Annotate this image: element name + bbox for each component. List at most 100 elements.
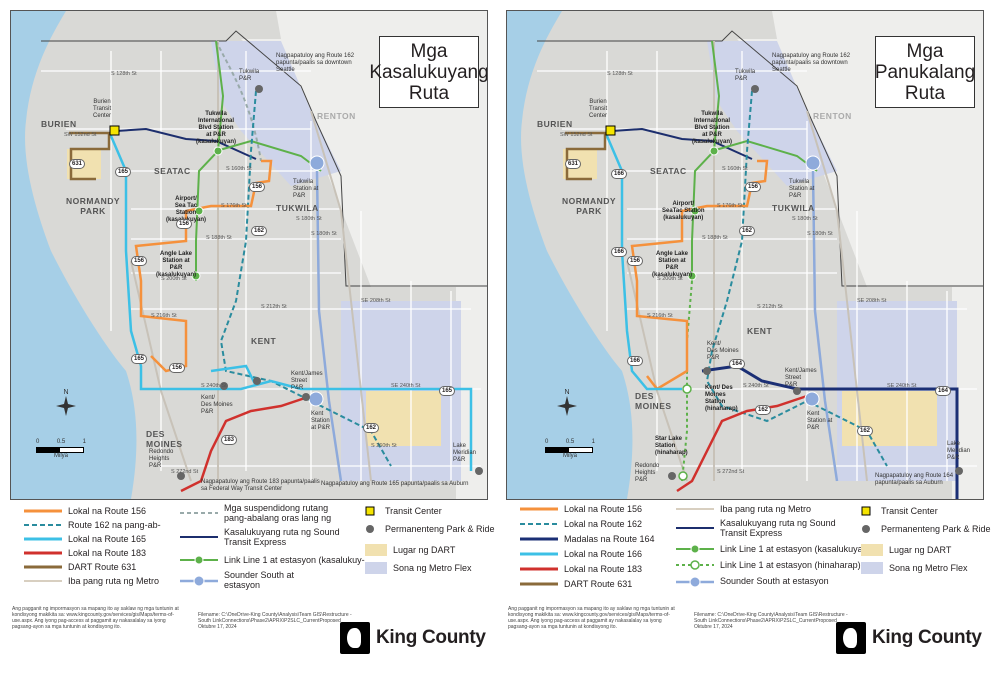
legend-item: Lokal na Route 183 — [520, 564, 642, 574]
scale-tick: 0.5 — [565, 439, 575, 445]
legend-item: Transit Center — [861, 506, 938, 516]
legend-item: Transit Center — [365, 506, 442, 516]
legend-label: Kasalukuyang ruta ng Sound Transit Expre… — [224, 527, 340, 547]
sounder-station-tukwila — [309, 155, 325, 171]
label-lake-meridian-pr: Lake Meridian P&R — [453, 443, 477, 463]
legend-item: Permanenteng Park & Ride — [861, 524, 991, 534]
route-shield: 156 — [627, 256, 644, 266]
legend-label: Lokal na Route 166 — [564, 549, 643, 559]
label-tukwila-pr: Tukwila P&R — [239, 69, 260, 82]
route-shield: 631 — [69, 159, 86, 169]
road-label: S 180th St — [311, 231, 337, 237]
label-airport-station: Airport/ SeaTac Station (kasalukuyan) — [662, 201, 705, 221]
route-162 — [705, 90, 888, 467]
road-label: S 216th St — [647, 313, 673, 319]
label-tukwila-intl-station: Tukwila International Blvd Station at P&… — [692, 111, 733, 145]
legend-item: Kasalukuyang ruta ng Sound Transit Expre… — [180, 527, 340, 547]
map-title: Mga Kasalukuyang Ruta — [369, 40, 488, 104]
route-156 — [630, 159, 769, 391]
route-shield: 166 — [611, 169, 628, 179]
road-label: S 240th St — [743, 383, 769, 389]
sounder-station-kent — [804, 391, 820, 407]
road-label: S 188th St — [702, 235, 728, 241]
city-burien: BURIEN — [41, 119, 77, 129]
label-kent-james-pr: Kent/James Street P&R — [291, 371, 323, 391]
scale-tick: 0 — [545, 439, 549, 445]
road-label: S 160th St — [722, 166, 748, 172]
legend-label: Route 162 na pang-ab- — [68, 520, 161, 530]
outside-area — [532, 11, 983, 499]
road-label: S 272nd St — [717, 469, 745, 475]
sounder-station-tukwila — [805, 155, 821, 171]
city-tukwila: TUKWILA — [772, 203, 815, 213]
route-shield: 156 — [249, 182, 266, 192]
legend-item: Link Line 1 at estasyon (kasalukuy- — [180, 555, 365, 565]
label-angle-lake-station: Angle Lake Station at P&R (kasalukuyan) — [156, 251, 197, 278]
legend-item: DART Route 631 — [24, 562, 136, 572]
map-title-box: Mga Panukalang Ruta — [875, 36, 975, 108]
king-county-wordmark: King County — [376, 627, 486, 648]
label-redondo-pr: Redondo Heights P&R — [149, 449, 174, 469]
route-shield: 164 — [729, 359, 746, 369]
scale-tick: 0 — [36, 439, 40, 445]
sounder-station-kent — [308, 391, 324, 407]
map-panel-current[interactable]: Mga Kasalukuyang Ruta BURIEN SEATAC NORM… — [10, 10, 488, 500]
city-normandy-park: NORMANDY PARK — [66, 196, 121, 216]
route-shield: 631 — [565, 159, 582, 169]
route-shield: 162 — [857, 426, 874, 436]
scale-unit: Milya — [562, 453, 577, 459]
legend-label: Mga suspendidong rutang pang-abalang ora… — [224, 503, 332, 523]
city-kent: KENT — [747, 326, 773, 336]
route-shield: 162 — [739, 226, 756, 236]
legend-label: Sona ng Metro Flex — [889, 563, 968, 573]
legend-item: Iba pang ruta ng Metro — [24, 576, 159, 586]
transit-center-burien — [605, 125, 616, 136]
legend-label: Link Line 1 at estasyon (kasalukuyan) — [720, 544, 871, 554]
road-label: SW 152nd St — [64, 132, 97, 138]
king-county-logo: King County — [340, 622, 486, 654]
road-label: S 160th St — [226, 166, 252, 172]
map-panel-proposed[interactable]: Mga Panukalang Ruta BURIEN SEATAC NORMAN… — [506, 10, 984, 500]
legend-label: Link Line 1 at estasyon (kasalukuy- — [224, 555, 365, 565]
label-note-164-auburn: Nagpapatuloy ang Route 164 papunta/paali… — [875, 473, 954, 486]
label-note-162-seattle: Nagpapatuloy ang Route 162 papunta/paali… — [772, 53, 851, 73]
road-label: SW 152nd St — [560, 132, 593, 138]
route-link-line-1 — [691, 40, 721, 281]
legend-item: Link Line 1 at estasyon (kasalukuyan) — [676, 544, 871, 554]
map-base — [11, 11, 487, 499]
legend-label: Lokal na Route 183 — [68, 548, 147, 558]
dart-area-kent — [842, 391, 937, 446]
legend-current: Lokal na Route 156 Route 162 na pang-ab-… — [10, 500, 495, 598]
label-kent-station: Kent Station at P&R — [311, 411, 331, 431]
compass-rose: N — [56, 389, 76, 418]
road-label: S 216th St — [151, 313, 177, 319]
road-label: SE 240th St — [391, 383, 421, 389]
legend-item: Lokal na Route 166 — [520, 549, 642, 559]
outside-area — [36, 11, 487, 499]
label-kent-des-moines-pr: Kent/ Des Moines P&R — [707, 341, 739, 361]
road-label: S 128th St — [111, 71, 137, 77]
city-tukwila: TUKWILA — [276, 203, 319, 213]
label-lake-meridian-pr: Lake Meridian P&R — [947, 441, 971, 461]
map-title-box: Mga Kasalukuyang Ruta — [369, 36, 487, 108]
legend-label: Iba pang ruta ng Metro — [68, 576, 160, 586]
label-tukwila-pr: Tukwila P&R — [735, 69, 756, 82]
label-tukwila-intl-station: Tukwila International Blvd Station at P&… — [196, 111, 237, 145]
legend-item: Sounder South at estasyon — [676, 576, 829, 588]
service-boundary — [41, 30, 487, 287]
legend-label: Transit Center — [881, 506, 938, 516]
legend-label: Lokal na Route 156 — [68, 506, 147, 516]
road-label: S 180th St — [792, 216, 818, 222]
legend-label: Lokal na Route 183 — [564, 564, 643, 574]
label-tukwila-station: Tukwila Station at P&R — [293, 179, 319, 199]
legend-label: Lugar ng DART — [889, 545, 952, 555]
legend-proposed: Lokal na Route 156 Lokal na Route 162 Ma… — [506, 500, 991, 598]
legend-label: Permanenteng Park & Ride — [385, 524, 495, 534]
legend-label: Kasalukuyang ruta ng Sound Transit Expre… — [720, 518, 836, 538]
label-tukwila-station: Tukwila Station at P&R — [789, 179, 815, 199]
label-note-183-federal-way: Nagpapatuloy ang Route 183 papunta/paali… — [201, 479, 320, 492]
route-shield: 165 — [439, 386, 456, 396]
compass-icon — [557, 396, 577, 416]
route-shield: 162 — [251, 226, 268, 236]
legend-label: Lugar ng DART — [393, 545, 456, 555]
